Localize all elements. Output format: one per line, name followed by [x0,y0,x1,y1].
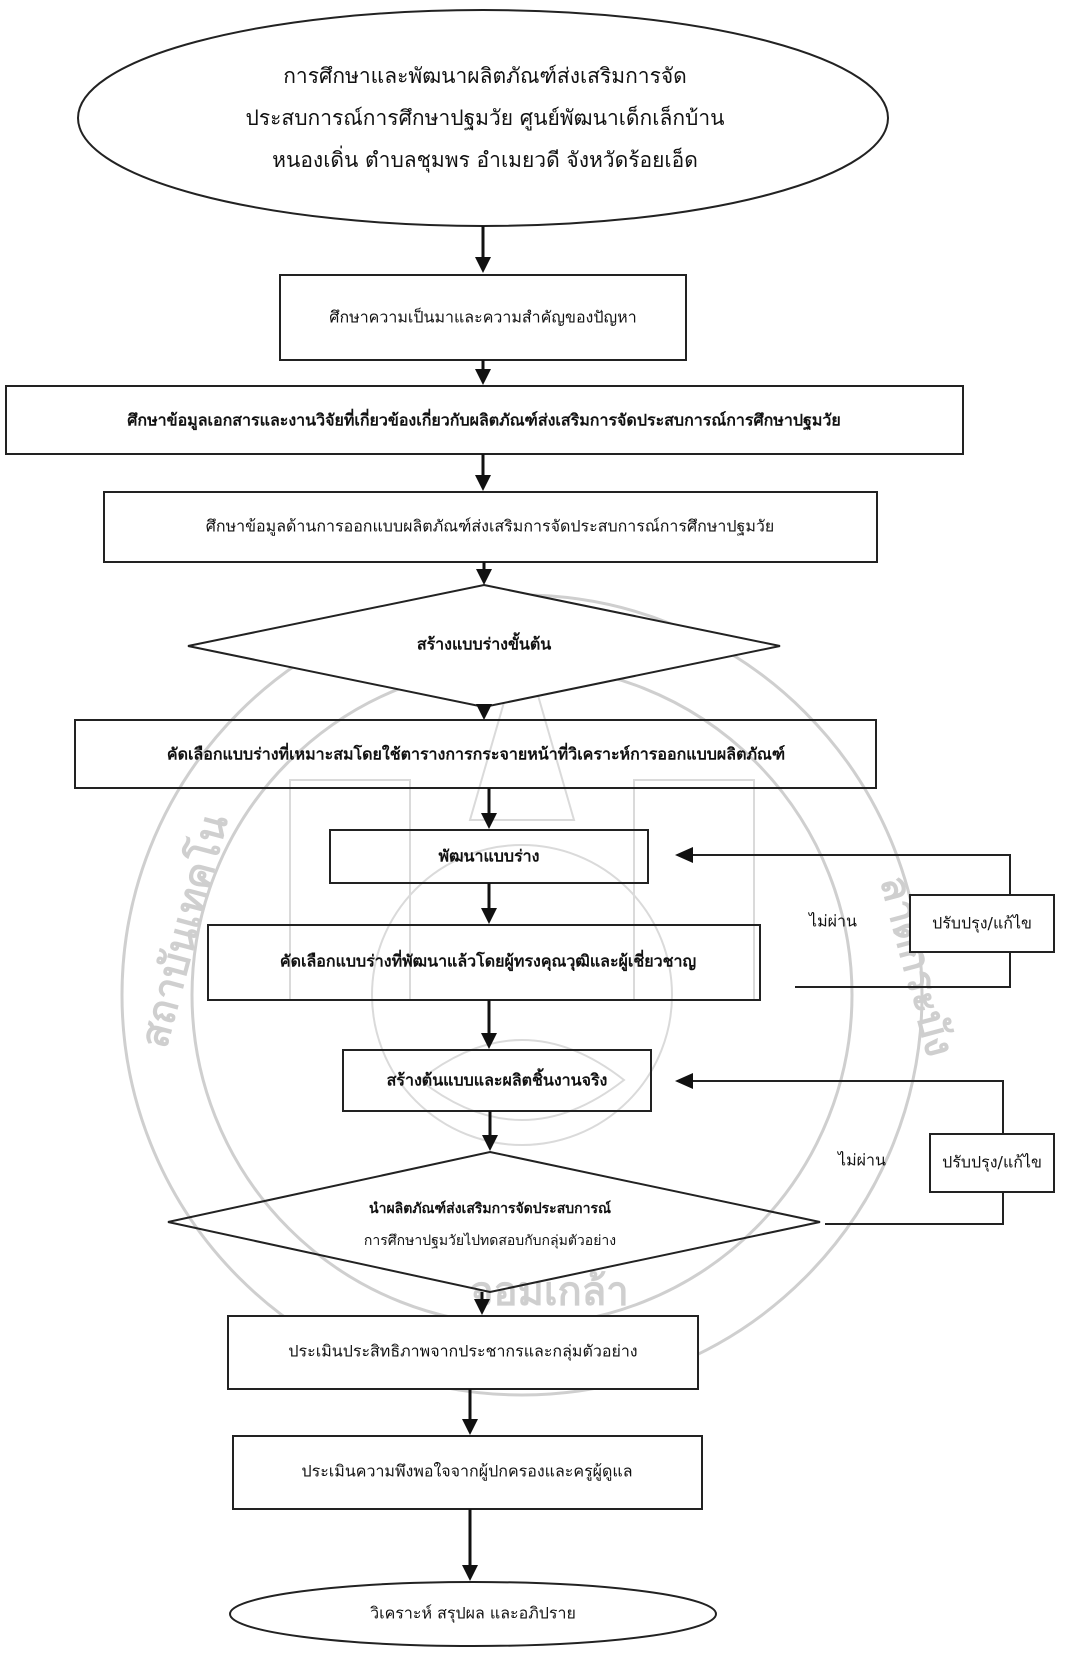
flow-arrows [462,226,498,1581]
step-develop-sketch: พัฒนาแบบร่าง [329,829,649,884]
fail-label-2: ไม่ผ่าน [836,1151,886,1170]
svg-text:สถาบันเทคโน: สถาบันเทคโน [130,809,237,1052]
step-select-sketch: คัดเลือกแบบร่างที่เหมาะสมโดยใช้ตารางการก… [74,719,877,789]
arrow-11 [462,1389,478,1435]
svg-text:จอมเกล้า: จอมเกล้า [470,1269,629,1315]
fail-label-1: ไม่ผ่าน [807,912,857,931]
step-select-sketch-label: คัดเลือกแบบร่างที่เหมาะสมโดยใช้ตารางการก… [167,743,785,764]
feedback-loop-2: ปรับปรุง/แก้ไข ไม่ผ่าน [675,1073,1055,1225]
arrow-5 [476,704,492,720]
step-build-prototype-label: สร้างต้นแบบและผลิตชิ้นงานจริง [387,1068,608,1090]
decision-test-sample-line-1: นำผลิตภัณฑ์ส่งเสริมการจัดประสบการณ์ [369,1200,611,1217]
step-evaluate-satisfaction-label: ประเมินความพึงพอใจจากผู้ปกครองและครูผู้ด… [301,1462,632,1482]
step-develop-sketch-label: พัฒนาแบบร่าง [439,847,540,866]
step-problem-background: ศึกษาความเป็นมาและความสำคัญของปัญหา [279,274,687,361]
arrow-7 [481,883,497,924]
decision-test-sample-line-2: การศึกษาปฐมวัยไปทดสอบกับกลุ่มตัวอย่าง [364,1232,616,1249]
start-label-line-1: การศึกษาและพัฒนาผลิตภัณฑ์ส่งเสริมการจัด [283,64,687,88]
arrow-12 [462,1509,478,1581]
step-build-prototype: สร้างต้นแบบและผลิตชิ้นงานจริง [342,1049,652,1112]
revise-label-2: ปรับปรุง/แก้ไข [942,1153,1042,1173]
step-evaluate-satisfaction: ประเมินความพึงพอใจจากผู้ปกครองและครูผู้ด… [232,1435,703,1510]
university-seal-watermark: สถาบันเทคโน ลาดกระบัง จอมเกล้า [120,593,963,1397]
arrow-6 [481,788,497,829]
feedback-loop-1: ปรับปรุง/แก้ไข ไม่ผ่าน [675,847,1055,988]
step-design-study: ศึกษาข้อมูลด้านการออกแบบผลิตภัณฑ์ส่งเสริ… [103,491,878,563]
arrow-9 [482,1111,498,1151]
arrow-8 [481,1000,497,1049]
end-label: วิเคราะห์ สรุปผล และอภิปราย [370,1604,576,1624]
step-evaluate-efficiency: ประเมินประสิทธิภาพจากประชากรและกลุ่มตัวอ… [227,1315,699,1390]
decision-initial-sketch: สร้างแบบร่างขั้นต้น [187,583,781,709]
start-terminator: การศึกษาและพัฒนาผลิตภัณฑ์ส่งเสริมการจัด … [77,9,889,227]
start-label-line-2: ประสบการณ์การศึกษาปฐมวัย ศูนย์พัฒนาเด็กเ… [245,104,724,131]
step-expert-selection-label: คัดเลือกแบบร่างที่พัฒนาแล้วโดยผู้ทรงคุณว… [280,950,696,973]
start-label-line-3: หนองเดิ่น ตำบลชุมพร อำเมยวดี จังหวัดร้อย… [272,145,698,173]
step-expert-selection: คัดเลือกแบบร่างที่พัฒนาแล้วโดยผู้ทรงคุณว… [207,924,761,1001]
arrow-10 [474,1292,490,1315]
arrow-2 [475,360,491,385]
arrow-1 [475,226,491,273]
revise-label-1: ปรับปรุง/แก้ไข [932,914,1032,934]
decision-test-sample: นำผลิตภัณฑ์ส่งเสริมการจัดประสบการณ์ การศ… [167,1150,821,1294]
step-literature-review: ศึกษาข้อมูลเอกสารและงานวิจัยที่เกี่ยวข้อ… [5,385,964,455]
arrow-4 [476,562,492,585]
step-evaluate-efficiency-label: ประเมินประสิทธิภาพจากประชากรและกลุ่มตัวอ… [288,1342,637,1362]
decision-initial-sketch-label: สร้างแบบร่างขั้นต้น [417,632,551,654]
end-terminator: วิเคราะห์ สรุปผล และอภิปราย [229,1581,717,1647]
step-literature-review-label: ศึกษาข้อมูลเอกสารและงานวิจัยที่เกี่ยวข้อ… [127,409,840,432]
step-problem-background-label: ศึกษาความเป็นมาและความสำคัญของปัญหา [329,307,636,327]
step-design-study-label: ศึกษาข้อมูลด้านการออกแบบผลิตภัณฑ์ส่งเสริ… [206,517,775,537]
arrow-3 [475,454,491,491]
